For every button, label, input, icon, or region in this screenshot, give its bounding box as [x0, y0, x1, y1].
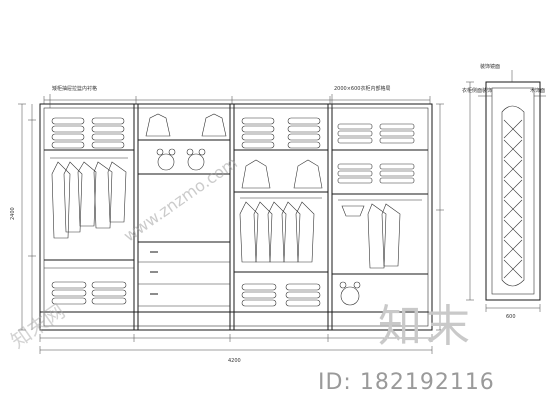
callout-right: 2000×600衣柜内部格局: [334, 85, 390, 92]
folded-shirts-3: [241, 159, 323, 189]
stuffed-toy-4: [339, 281, 361, 306]
callouts: 矮柜抽屉拉篮内衬格 2000×600衣柜内部格局: [49, 85, 390, 108]
side-panel-lattice: [503, 119, 523, 279]
side-width-label: 600: [506, 314, 516, 320]
folded-shirts-2: [145, 113, 227, 137]
left-vertical-dimension: 2400: [10, 103, 36, 331]
column-3: [234, 117, 328, 307]
column-1: [44, 117, 134, 305]
wardrobe-frame: [39, 103, 433, 331]
folded-clothes-bottom-3: [241, 283, 321, 307]
hanging-clothes-1: [51, 161, 127, 239]
folded-clothes-bottom-1: [51, 281, 127, 305]
total-height-label: 2400: [10, 207, 16, 220]
stuffed-toys-2: [156, 148, 206, 171]
folded-clothes-top-3: [241, 117, 321, 149]
top-dimension-ticks: [43, 96, 431, 104]
hanging-clothes-3: [239, 201, 315, 263]
side-elevation-panel: 装饰镜面 衣柜侧面装饰 木饰面 600: [462, 63, 546, 320]
callout-left: 矮柜抽屉拉篮内衬格: [52, 85, 97, 92]
side-callout-top: 装饰镜面: [480, 63, 500, 70]
hanging-clothes-4: [341, 203, 401, 269]
total-width-label: 4200: [228, 358, 241, 364]
watermark-id: ID: 182192116: [318, 370, 495, 395]
side-callout-left: 衣柜侧面装饰: [462, 87, 492, 94]
folded-clothes-top-4: [337, 123, 415, 184]
watermark-logo: 知末: [378, 301, 474, 352]
right-vertical-dimension: [436, 103, 444, 331]
column-2: [138, 113, 230, 307]
column-4: [332, 123, 428, 306]
folded-clothes-top-1: [51, 117, 125, 149]
bottom-dimension: 4200: [39, 334, 433, 364]
side-callout-right: 木饰面: [530, 87, 545, 94]
